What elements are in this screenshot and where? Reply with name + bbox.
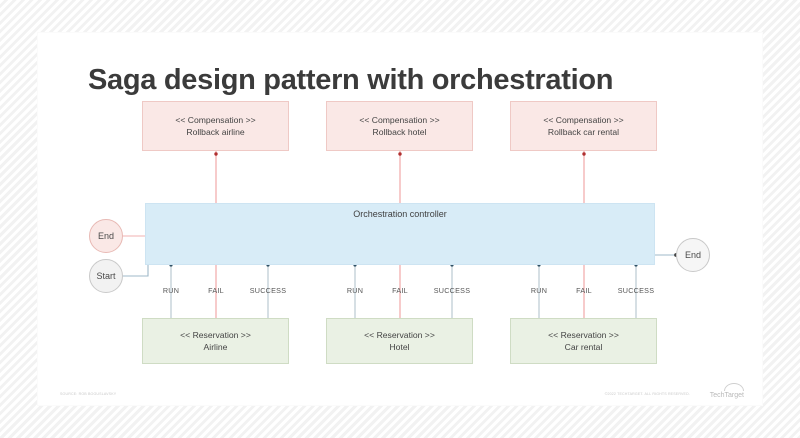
step-label-success-3: SUCCESS [617, 286, 655, 295]
step-label-fail-1: FAIL [208, 286, 224, 295]
reservation-name: Airline [203, 342, 228, 352]
compensation-stereotype: << Compensation >> [543, 114, 624, 125]
compensation-name: Rollback airline [186, 127, 245, 137]
brand-name: TechTarget [709, 392, 744, 399]
step-label-run-3: RUN [530, 286, 548, 295]
orchestration-controller-label: Orchestration controller [353, 209, 447, 219]
reservation-stereotype: << Reservation >> [548, 329, 619, 340]
step-label-success-1: SUCCESS [249, 286, 287, 295]
compensation-box-car-rental[interactable]: << Compensation >> Rollback car rental [510, 101, 657, 151]
step-label-run-1: RUN [162, 286, 180, 295]
end-node-left[interactable]: End [89, 219, 123, 253]
compensation-name: Rollback hotel [372, 127, 427, 137]
compensation-name: Rollback car rental [547, 127, 620, 137]
reservation-name: Car rental [564, 342, 603, 352]
techtarget-logo: TechTarget [696, 383, 744, 399]
footer-copyright: ©2022 TECHTARGET. ALL RIGHTS RESERVED. [604, 392, 690, 396]
swoosh-icon [724, 383, 744, 391]
reservation-box-airline[interactable]: << Reservation >> Airline [142, 318, 289, 364]
page-title: Saga design pattern with orchestration [88, 64, 614, 96]
reservation-box-car-rental[interactable]: << Reservation >> Car rental [510, 318, 657, 364]
step-label-fail-3: FAIL [576, 286, 592, 295]
reservation-name: Hotel [389, 342, 410, 352]
reservation-box-hotel[interactable]: << Reservation >> Hotel [326, 318, 473, 364]
compensation-box-hotel[interactable]: << Compensation >> Rollback hotel [326, 101, 473, 151]
compensation-stereotype: << Compensation >> [359, 114, 440, 125]
reservation-stereotype: << Reservation >> [180, 329, 251, 340]
step-label-fail-2: FAIL [392, 286, 408, 295]
reservation-stereotype: << Reservation >> [364, 329, 435, 340]
footer-source-note: SOURCE: ROB BOGUSLAVSKY [60, 392, 117, 396]
compensation-box-airline[interactable]: << Compensation >> Rollback airline [142, 101, 289, 151]
start-node[interactable]: Start [89, 259, 123, 293]
compensation-stereotype: << Compensation >> [175, 114, 256, 125]
diagram-card: Saga design pattern with orchestration [38, 33, 762, 405]
orchestration-controller-band [145, 203, 655, 265]
step-label-run-2: RUN [346, 286, 364, 295]
step-label-success-2: SUCCESS [433, 286, 471, 295]
end-node-right[interactable]: End [676, 238, 710, 272]
